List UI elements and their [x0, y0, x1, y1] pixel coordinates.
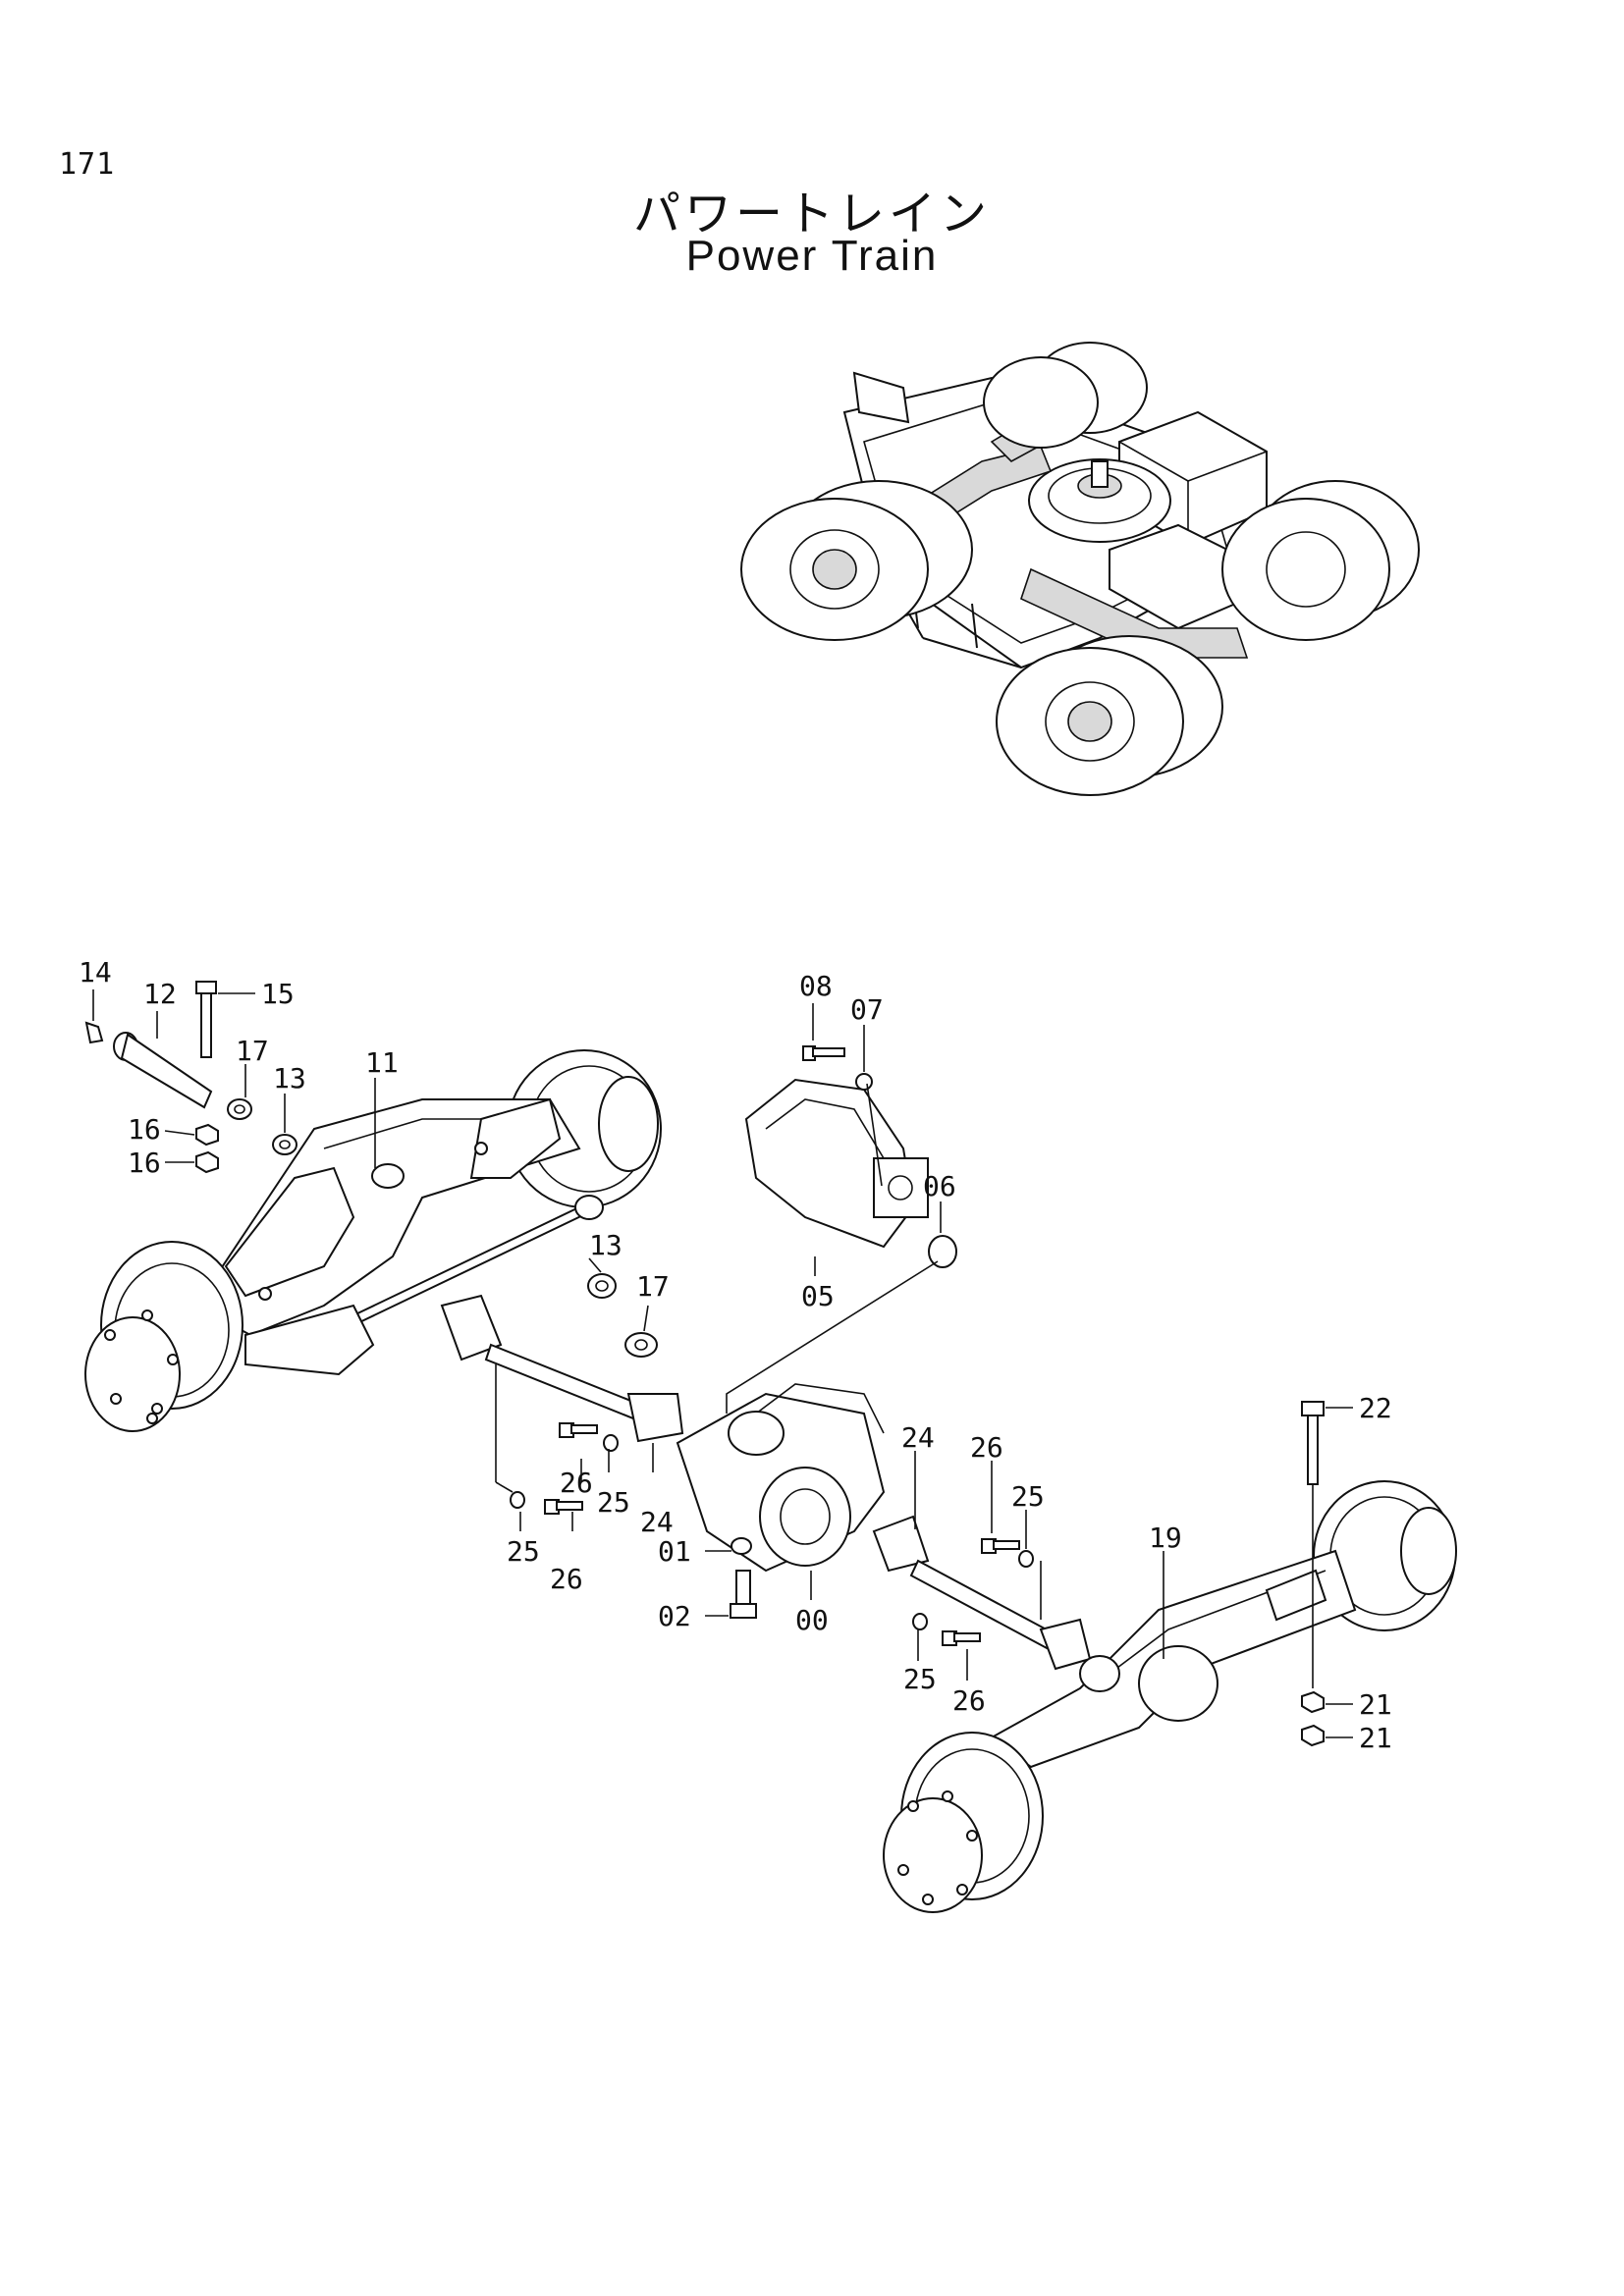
part-label: 19 [1149, 1522, 1182, 1554]
part-label: 14 [79, 956, 112, 988]
part-label: 00 [795, 1604, 829, 1636]
part-label: 26 [970, 1431, 1003, 1464]
rear-drive-shaft-illustration [872, 1515, 1092, 1671]
part-label: 25 [507, 1535, 540, 1568]
pin-and-fasteners-illustration [84, 981, 658, 1358]
part-label: 26 [952, 1684, 986, 1717]
page-title-english: Power Train [685, 232, 939, 280]
part-label: 13 [589, 1229, 623, 1261]
part-label: 26 [550, 1563, 583, 1595]
part-label: 12 [143, 978, 177, 1010]
part-label: 16 [128, 1147, 161, 1179]
part-label: 17 [236, 1035, 269, 1067]
transmission-illustration [676, 1383, 886, 1619]
rear-axle-illustration [883, 1401, 1457, 1913]
part-label: 21 [1359, 1722, 1392, 1754]
part-label: 11 [365, 1046, 399, 1079]
part-label: 17 [636, 1270, 670, 1303]
chassis-overview-illustration [740, 342, 1420, 796]
part-label: 08 [799, 970, 833, 1002]
part-label: 25 [903, 1663, 937, 1695]
part-label: 25 [1011, 1480, 1045, 1513]
part-label: 25 [597, 1486, 630, 1519]
front-drive-shaft-illustration [440, 1294, 684, 1515]
part-label: 05 [801, 1280, 835, 1312]
part-label: 15 [261, 978, 295, 1010]
part-label: 13 [273, 1062, 306, 1095]
part-label: 26 [560, 1467, 593, 1499]
part-label: 16 [128, 1113, 161, 1146]
part-number-labels: 14 12 15 17 13 11 16 16 13 17 08 07 06 0… [79, 956, 1392, 1754]
page-number: 171 [59, 147, 116, 182]
part-label: 24 [640, 1506, 674, 1538]
part-label: 22 [1359, 1392, 1392, 1424]
part-label: 01 [658, 1535, 691, 1568]
part-label: 07 [850, 993, 884, 1026]
travel-motor-illustration [744, 1045, 957, 1268]
page-title-japanese: パワートレイン [632, 187, 991, 241]
part-label: 21 [1359, 1688, 1392, 1721]
part-label: 06 [923, 1170, 956, 1202]
part-label: 02 [658, 1600, 691, 1632]
part-label: 24 [901, 1421, 935, 1454]
leader-lines [92, 989, 1353, 1738]
front-axle-illustration [84, 1049, 662, 1432]
